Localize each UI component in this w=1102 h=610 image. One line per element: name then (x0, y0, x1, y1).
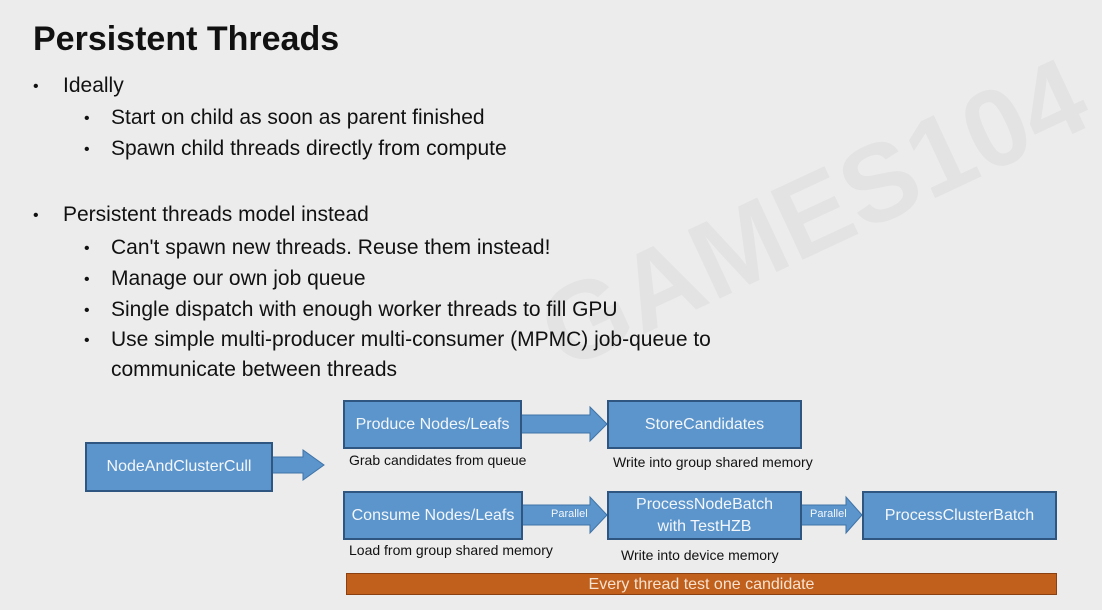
bullet-dot: • (84, 110, 90, 127)
arrow-produce-to-store (520, 405, 608, 443)
bullet-dot: • (84, 302, 90, 319)
bullet-dot: • (84, 332, 90, 349)
bullet-dot: • (84, 271, 90, 288)
bullet: Persistent threads model instead (63, 203, 369, 226)
caption: Load from group shared memory (349, 542, 553, 558)
box-label: ProcessClusterBatch (884, 506, 1035, 524)
caption: Write into group shared memory (613, 454, 813, 470)
sub-bullet: Single dispatch with enough worker threa… (111, 298, 618, 321)
consume-box: Consume Nodes/Leafs (343, 491, 523, 540)
box-label: with TestHZB (657, 517, 752, 535)
caption: Write into device memory (621, 547, 779, 563)
sub-bullet: Use simple multi-producer multi-consumer… (111, 328, 711, 351)
slide-title: Persistent Threads (33, 20, 340, 58)
caption: Grab candidates from queue (349, 452, 527, 468)
store-candidates-box: StoreCandidates (607, 400, 802, 449)
arrow-consume-to-process (521, 495, 608, 535)
bullet-dot: • (84, 240, 90, 257)
sub-bullet-continuation: communicate between threads (111, 358, 397, 381)
sub-bullet: Can't spawn new threads. Reuse them inst… (111, 236, 551, 259)
parallel-label: Parallel (810, 508, 847, 520)
sub-bullet: Spawn child threads directly from comput… (111, 137, 507, 160)
parallel-label: Parallel (551, 508, 588, 520)
box-label: Produce Nodes/Leafs (355, 415, 510, 433)
produce-box: Produce Nodes/Leafs (343, 400, 522, 449)
every-thread-bar: Every thread test one candidate (346, 573, 1057, 595)
process-cluster-batch-box: ProcessClusterBatch (862, 491, 1057, 540)
box-label: Consume Nodes/Leafs (351, 506, 515, 524)
process-node-batch-box: ProcessNodeBatch with TestHZB (607, 491, 802, 540)
sub-bullet: Manage our own job queue (111, 267, 366, 290)
bullet: Ideally (63, 74, 124, 97)
arrow-cull-to-produce (271, 449, 325, 481)
bullet-dot: • (33, 207, 39, 224)
arrow-process-to-cluster (800, 495, 863, 535)
box-label: ProcessNodeBatch (636, 495, 773, 513)
box-label: StoreCandidates (644, 415, 765, 433)
node-and-cluster-cull-box: NodeAndClusterCull (85, 442, 273, 492)
box-label: NodeAndClusterCull (106, 458, 252, 475)
sub-bullet: Start on child as soon as parent finishe… (111, 106, 485, 129)
bullet-dot: • (84, 141, 90, 158)
bullet-dot: • (33, 78, 39, 95)
